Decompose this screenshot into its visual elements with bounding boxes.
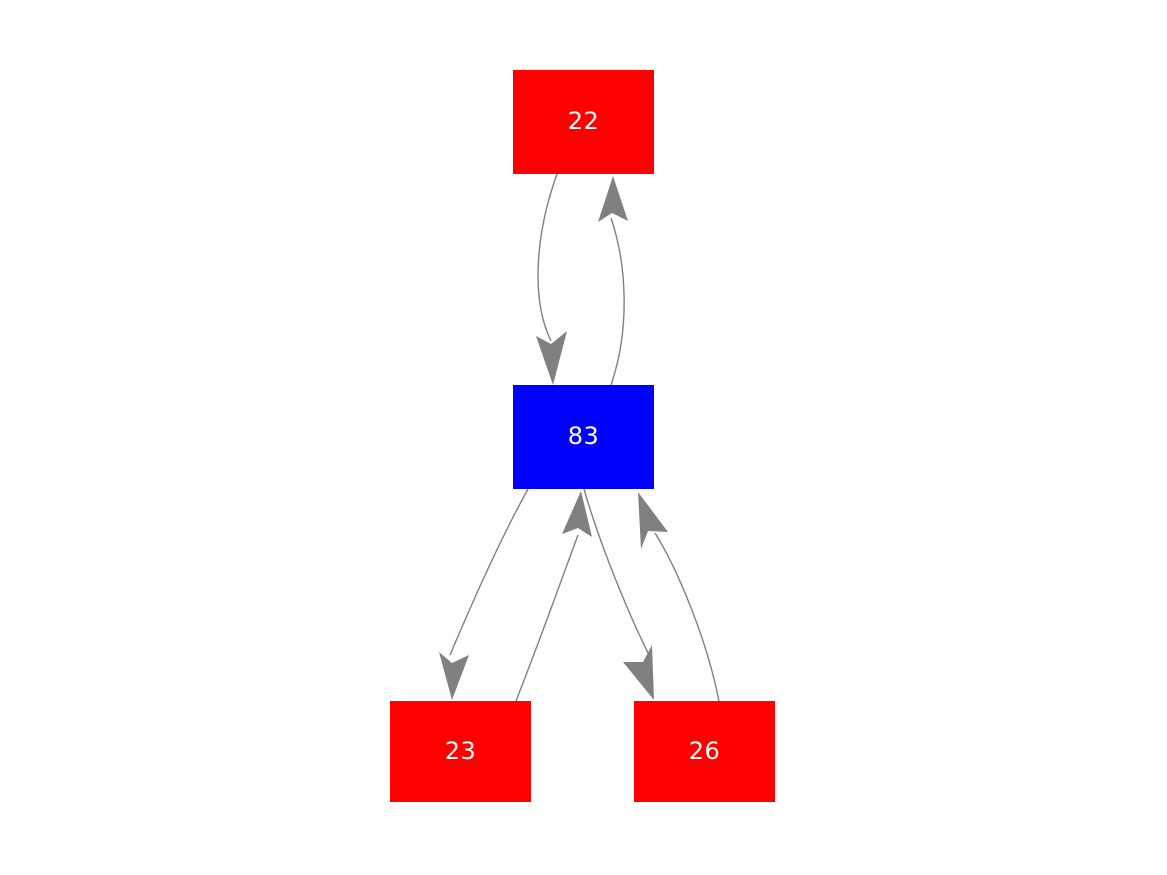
- graph-node-26[interactable]: 26: [634, 701, 775, 802]
- graph-node-23[interactable]: 23: [390, 701, 531, 802]
- edge-26-to-83-arrowhead: [638, 492, 668, 549]
- graph-node-23-label: 23: [444, 736, 477, 765]
- graph-node-83-label: 83: [567, 422, 600, 450]
- edge-22-to-83: [536, 173, 567, 385]
- edge-83-to-23-arrowhead: [439, 652, 469, 700]
- edge-83-to-22-arrowhead: [598, 176, 628, 222]
- edge-83-to-26: [583, 488, 654, 700]
- edge-26-to-83: [638, 492, 720, 702]
- edge-83-to-22-line: [610, 217, 625, 386]
- graph-node-83[interactable]: 83: [513, 385, 654, 489]
- edge-26-to-83-line: [654, 532, 720, 702]
- edge-23-to-83: [515, 491, 592, 702]
- edge-22-to-83-line: [537, 173, 558, 342]
- edge-22-to-83-arrowhead: [536, 331, 567, 385]
- edge-83-to-22: [598, 176, 628, 386]
- graph-node-22-label: 22: [567, 107, 600, 135]
- edge-83-to-26-arrowhead: [623, 645, 654, 700]
- graph-node-22[interactable]: 22: [513, 70, 654, 174]
- edge-23-to-83-line: [515, 534, 579, 702]
- edge-83-to-23: [439, 488, 529, 700]
- graph-node-26-label: 26: [688, 736, 721, 765]
- edge-83-to-26-line: [583, 488, 651, 658]
- edge-23-to-83-arrowhead: [562, 491, 592, 537]
- edge-83-to-23-line: [449, 488, 529, 656]
